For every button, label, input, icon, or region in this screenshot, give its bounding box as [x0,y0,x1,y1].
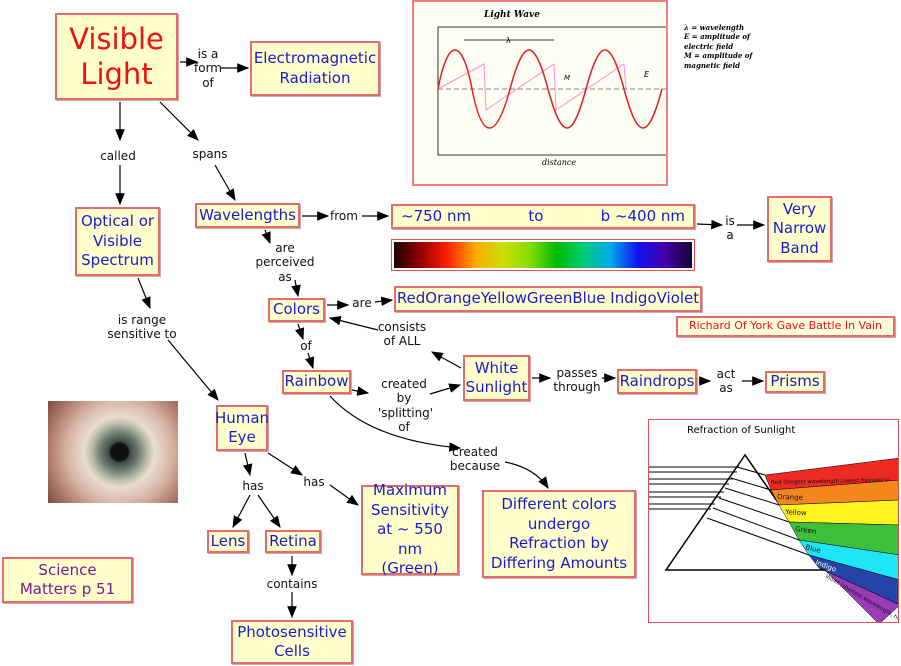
node-wavelengths[interactable]: Wavelengths [195,203,300,228]
link-is-a-form-of: is a form of [194,47,222,90]
node-source[interactable]: Science Matters p 51 [2,557,133,603]
node-mnemonic[interactable]: Richard Of York Gave Battle In Vain [676,316,895,337]
m-label: M [564,74,570,82]
refraction-image: Refraction of Sunlight Red (longest wave… [648,419,899,623]
link-are: are [352,296,372,310]
node-retina[interactable]: Retina [265,530,321,553]
link-are-perceived-as: are perceived as [255,241,315,284]
light-wave-image: Light Wave λ E M distance λ = wavelength… [412,0,752,186]
node-lens[interactable]: Lens [207,530,249,553]
band-orange [770,479,898,506]
node-optical-spectrum[interactable]: Optical or Visible Spectrum [75,207,160,276]
link-is-a: is a [725,214,735,243]
link-from: from [330,209,358,223]
node-electromagnetic-radiation[interactable]: Electromagnetic Radiation [250,41,380,96]
link-created-by-splitting-of: created by 'splitting' of [378,377,434,435]
band-label: Orange [777,493,803,502]
node-color-list[interactable]: RedOrangeYellowGreenBlue IndigoViolet [394,286,702,312]
e-label: E [644,70,650,79]
node-rainbow[interactable]: Rainbow [282,370,351,394]
lambda-label: λ [506,36,511,45]
link-called: called [100,149,136,163]
prism-diagram: Red (longest wavelength,lowest frequency… [649,453,898,622]
link-of: of [300,339,312,353]
node-very-narrow-band[interactable]: Very Narrow Band [767,196,832,262]
range-start: ~750 nm [401,206,472,225]
link-spans: spans [192,147,228,161]
range-end: b ~400 nm [600,206,685,225]
band-blue [798,539,898,580]
node-max-sensitivity[interactable]: Maximum Sensitivity at ~ 550 nm (Green) [361,481,459,577]
node-different-colors[interactable]: Different colors undergo Refraction by D… [482,490,636,578]
link-act-as: act as [716,367,736,396]
band-label: Green [795,525,817,536]
band-label: Yellow [784,508,807,517]
light-wave-legend: λ = wavelength E = amplitude of electric… [684,23,769,70]
spectrum-bar [391,239,695,271]
band-red [764,457,898,491]
band-label: Red (longest wavelength,lowest frequency… [771,478,891,486]
band-label: Blue [805,543,822,555]
node-visible-light[interactable]: Visible Light [55,13,178,100]
light-wave-diagram: Light Wave λ E M distance [437,10,677,167]
node-prisms[interactable]: Prisms [765,371,825,393]
band-green [788,521,898,555]
node-human-eye[interactable]: Human Eye [215,405,269,451]
light-wave-title: Light Wave [483,10,540,20]
link-created-because: created because [449,445,501,474]
band-indigo [808,554,898,605]
legend-item: E = amplitude of electric field [684,32,751,51]
range-to: to [528,206,544,225]
node-colors[interactable]: Colors [268,298,325,322]
legend-item: λ = wavelength [684,23,745,32]
link-contains: contains [266,577,318,591]
node-white-sunlight[interactable]: White Sunlight [463,355,530,401]
link-has-max-sensitivity: has [303,475,325,489]
legend-item: M = amplitude of magnetic field [684,51,753,70]
link-consists-of-all: consists of ALL [377,320,427,349]
link-passes-through: passes through [553,366,601,395]
link-is-range-sensitive-to: is range sensitive to [107,313,177,342]
link-has-lens-retina: has [242,479,264,493]
node-raindrops[interactable]: Raindrops [617,369,697,394]
distance-label: distance [542,158,576,167]
refraction-title: Refraction of Sunlight [687,425,796,436]
band-yellow [778,499,898,526]
eye-photo [48,401,178,503]
node-wavelength-range[interactable]: ~750 nm to b ~400 nm [391,204,695,229]
node-photosensitive-cells[interactable]: Photosensitive Cells [231,620,353,664]
band-violet [818,567,898,622]
